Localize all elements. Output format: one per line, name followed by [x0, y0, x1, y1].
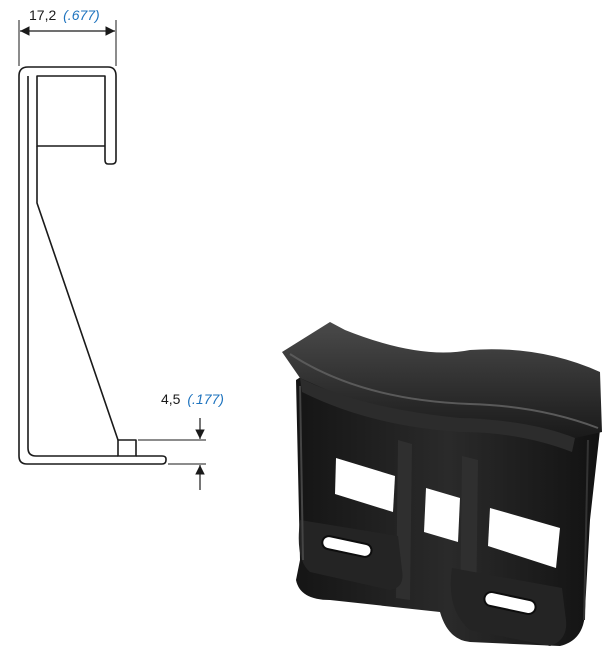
extension-lines — [18, 20, 206, 465]
width-dimension-imperial: (.677) — [63, 7, 100, 23]
profile-outline — [18, 66, 167, 465]
width-dimension-label: 17,2 (.677) — [29, 7, 100, 23]
foot-dimension-metric: 4,5 — [161, 391, 181, 407]
foot-dimension-imperial: (.177) — [187, 391, 224, 407]
bracket-product-image — [282, 322, 602, 646]
width-dimension-metric: 17,2 — [29, 7, 56, 23]
foot-dimension-label: 4,5 (.177) — [161, 391, 224, 407]
